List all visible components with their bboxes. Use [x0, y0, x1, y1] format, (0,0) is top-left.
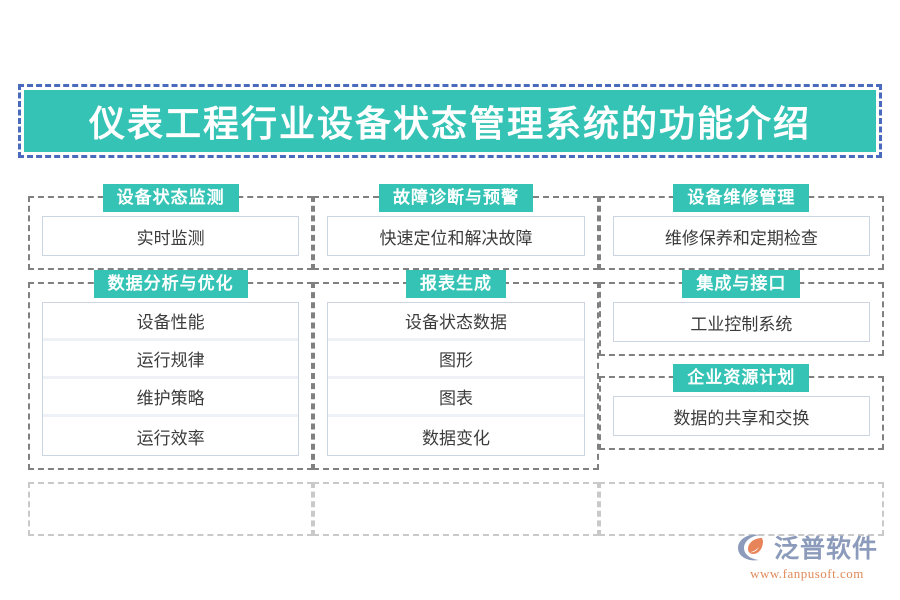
item-list: 数据的共享和交换 [612, 396, 870, 436]
section-placeholder [598, 482, 884, 536]
section-badge: 集成与接口 [682, 270, 801, 299]
brand-logo: 泛普软件 www.fanpusoft.com [736, 529, 878, 582]
list-item[interactable]: 图形 [328, 341, 584, 379]
grid-cell-8 [313, 482, 599, 548]
section-fault-diagnosis-warning[interactable]: 故障诊断与预警 快速定位和解决故障 [313, 184, 599, 270]
section-badge: 设备状态监测 [102, 184, 239, 213]
section-badge: 报表生成 [405, 270, 506, 299]
section-placeholder [313, 482, 599, 536]
section-badge: 数据分析与优化 [93, 270, 248, 299]
item-list: 实时监测 [42, 216, 300, 256]
item-list: 设备性能 运行规律 维护策略 运行效率 [42, 302, 300, 456]
feature-grid: 设备状态监测 实时监测 故障诊断与预警 快速定位和解决故障 设备维修管理 维修保… [28, 184, 884, 548]
list-item[interactable]: 运行规律 [43, 341, 299, 379]
grid-cell-5: 报表生成 设备状态数据 图形 图表 数据变化 [313, 270, 599, 482]
section-equipment-status-monitoring[interactable]: 设备状态监测 实时监测 [28, 184, 314, 270]
list-item[interactable]: 运行效率 [43, 417, 299, 455]
item-list: 快速定位和解决故障 [327, 216, 585, 256]
item-list: 设备状态数据 图形 图表 数据变化 [327, 302, 585, 456]
section-report-generation[interactable]: 报表生成 设备状态数据 图形 图表 数据变化 [313, 270, 599, 470]
item-list: 工业控制系统 [612, 302, 870, 342]
item-list: 维修保养和定期检查 [612, 216, 870, 256]
list-item[interactable]: 数据变化 [328, 417, 584, 455]
list-item[interactable]: 快速定位和解决故障 [328, 217, 584, 255]
grid-cell-4: 数据分析与优化 设备性能 运行规律 维护策略 运行效率 [28, 270, 314, 482]
logo-name: 泛普软件 [773, 535, 878, 563]
list-item[interactable]: 实时监测 [43, 217, 299, 255]
section-enterprise-resource-planning[interactable]: 企业资源计划 数据的共享和交换 [598, 364, 884, 450]
logo-url: www.fanpusoft.com [750, 566, 864, 581]
list-item[interactable]: 工业控制系统 [613, 303, 869, 341]
grid-cell-7 [28, 482, 314, 548]
grid-cell-6: 集成与接口 工业控制系统 企业资源计划 数据的共享和交换 [598, 270, 884, 482]
list-item[interactable]: 设备性能 [43, 303, 299, 341]
page-title: 仪表工程行业设备状态管理系统的功能介绍 [88, 104, 811, 144]
logo-row: 泛普软件 [736, 529, 878, 565]
list-item[interactable]: 图表 [328, 379, 584, 417]
list-item[interactable]: 设备状态数据 [328, 303, 584, 341]
section-placeholder [28, 482, 314, 536]
section-integration-interface[interactable]: 集成与接口 工业控制系统 [598, 270, 884, 356]
list-item[interactable]: 维护策略 [43, 379, 299, 417]
grid-cell-1: 设备状态监测 实时监测 [28, 184, 314, 282]
list-item[interactable]: 维修保养和定期检查 [613, 217, 869, 255]
title-banner-fill: 仪表工程行业设备状态管理系统的功能介绍 [24, 90, 876, 152]
fanpu-logo-icon [737, 534, 763, 561]
section-badge: 企业资源计划 [673, 364, 810, 393]
section-equipment-maintenance-management[interactable]: 设备维修管理 维修保养和定期检查 [598, 184, 884, 270]
section-badge: 设备维修管理 [673, 184, 810, 213]
section-badge: 故障诊断与预警 [378, 184, 533, 213]
list-item[interactable]: 数据的共享和交换 [613, 397, 869, 435]
section-data-analysis-optimization[interactable]: 数据分析与优化 设备性能 运行规律 维护策略 运行效率 [28, 270, 314, 470]
grid-cell-9 [598, 482, 884, 548]
grid-cell-3: 设备维修管理 维修保养和定期检查 [598, 184, 884, 282]
title-banner: 仪表工程行业设备状态管理系统的功能介绍 [18, 84, 882, 158]
grid-cell-2: 故障诊断与预警 快速定位和解决故障 [313, 184, 599, 282]
